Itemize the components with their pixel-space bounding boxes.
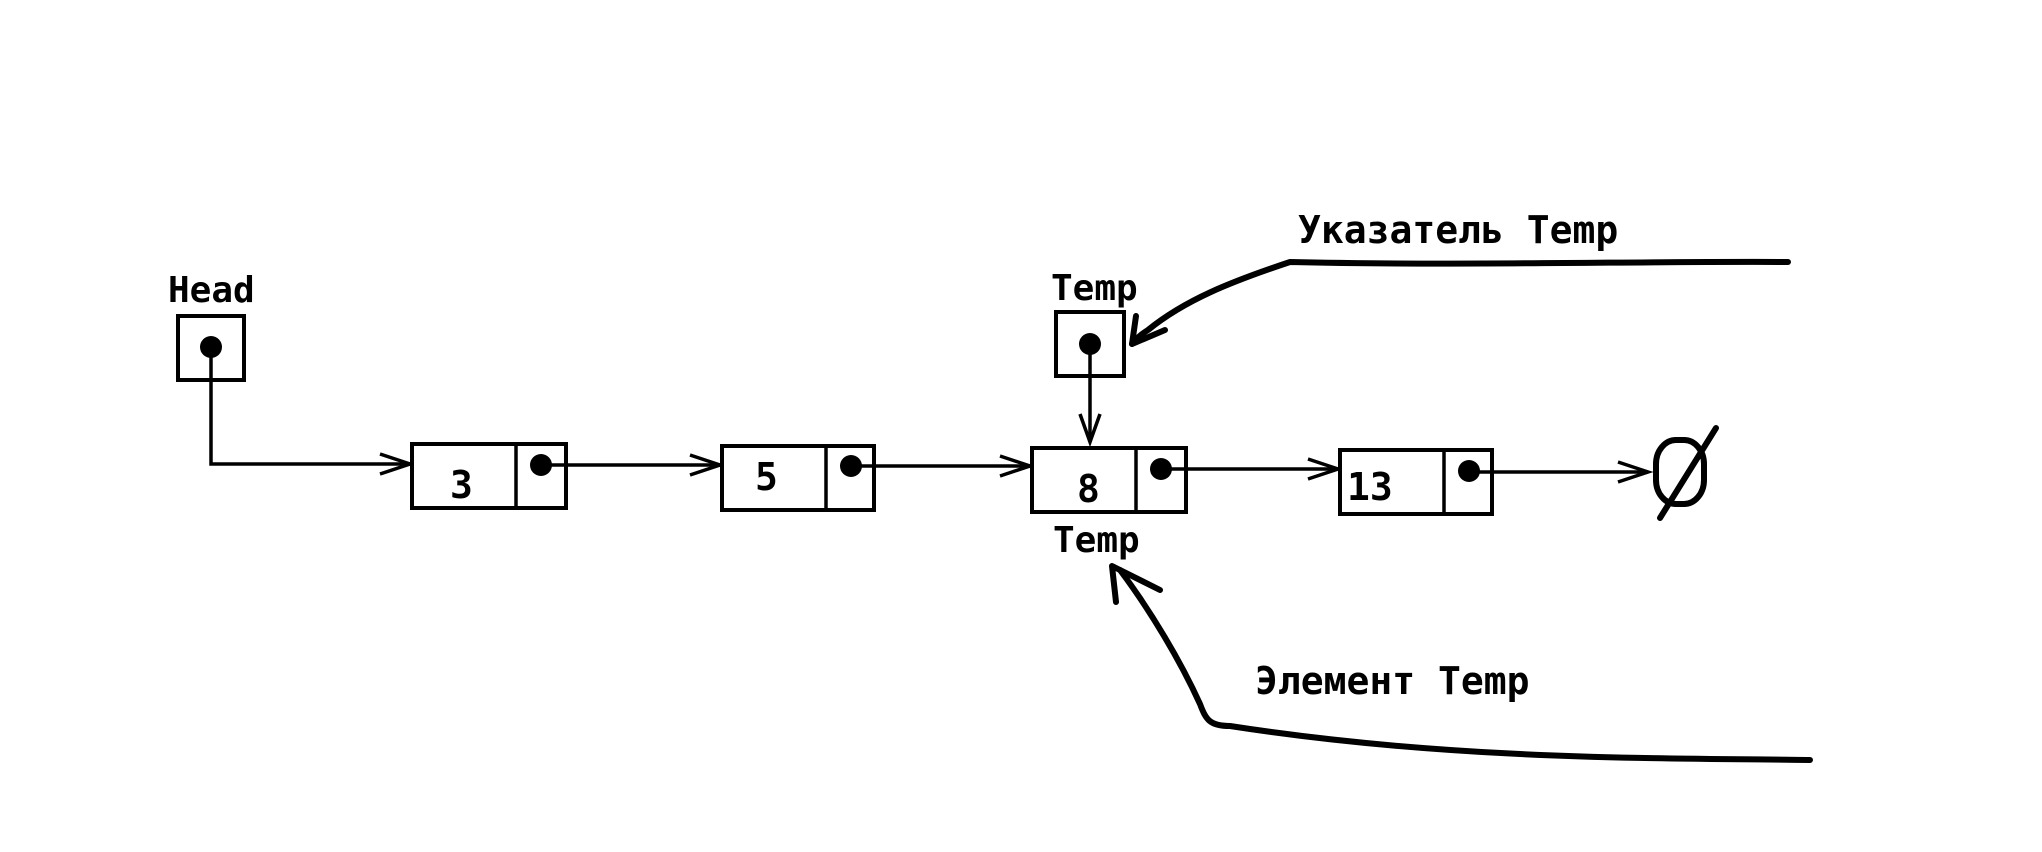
temp-pointer-label: Temp [1051,268,1138,309]
node-box [1030,446,1188,514]
node-value: 5 [755,455,778,499]
node-value: 8 [1077,467,1100,511]
element-caption-leader [1117,567,1813,763]
node-13: 13 [1338,448,1494,516]
null-icon: Ø [1653,425,1719,521]
pointer-caption-arrowhead [1129,313,1168,347]
node-value: 3 [450,463,473,507]
element-caption: Элемент Temp [1255,659,1530,703]
pointer-caption: Указатель Temp [1298,208,1618,252]
node-box [410,442,568,510]
node-5: 5 [720,444,876,512]
temp-element-label: Temp [1053,520,1140,561]
node-3: 3 [410,442,568,510]
arrowhead-13-to-null [1617,460,1654,484]
element-caption-arrowhead [1109,563,1163,605]
head-arrow [209,347,410,466]
head-label: Head [168,270,255,311]
node-value: 13 [1347,465,1393,509]
node-8: 8 [1030,446,1188,514]
pointer-caption-leader [1129,258,1791,347]
temp-pointer-arrowhead [1078,413,1102,448]
